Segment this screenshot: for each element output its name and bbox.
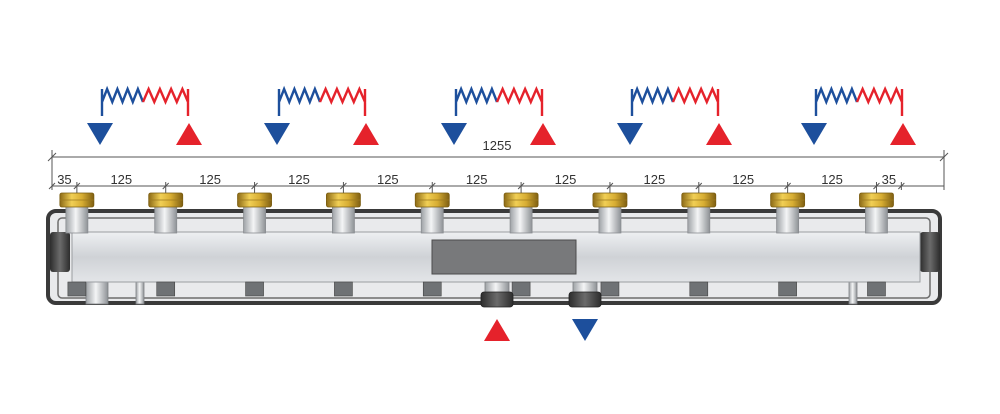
outlet-connection xyxy=(326,192,361,297)
outlet-pipe xyxy=(420,204,444,234)
outlet-pipe xyxy=(332,204,355,234)
outlet-connection xyxy=(770,192,806,297)
outlet-connection xyxy=(148,192,184,297)
drain-pin xyxy=(848,281,858,305)
supply-arrow-icon xyxy=(617,123,643,145)
segment-tick-slash xyxy=(73,182,81,190)
segment-tick-slash xyxy=(873,182,880,190)
segment-tick-slash xyxy=(517,182,525,190)
segment-tick-slash xyxy=(784,182,791,190)
outlet-connection xyxy=(503,192,539,297)
bottom-boss xyxy=(245,281,264,297)
outlet-connection xyxy=(414,192,450,297)
outlet-connection xyxy=(592,192,628,297)
supply-arrow-icon xyxy=(441,123,467,145)
bottom-boss xyxy=(778,281,797,297)
segment-dimension-label: 35 xyxy=(57,172,71,187)
bottom-nut-icon xyxy=(568,291,602,308)
segment-dimension-label: 125 xyxy=(555,172,577,187)
segment-dimension-label: 125 xyxy=(644,172,666,187)
end-cap-right xyxy=(920,232,940,272)
return-arrow-icon xyxy=(706,123,732,145)
segment-tick-slash xyxy=(606,182,614,190)
heating-circuit xyxy=(617,85,732,145)
return-arrow-icon xyxy=(530,123,556,145)
outlet-pipe xyxy=(65,204,89,234)
coil-icon xyxy=(318,85,367,116)
segment-tick-slash xyxy=(251,182,258,190)
total-dimension-label: 1255 xyxy=(483,138,512,153)
segment-dimension-label: 125 xyxy=(821,172,843,187)
heating-circuit xyxy=(441,85,556,145)
bottom-nut-icon xyxy=(480,291,514,308)
outlet-pipe xyxy=(687,204,711,234)
top-outlets xyxy=(59,192,894,297)
segment-tick-slash xyxy=(695,182,703,190)
supply-arrow-icon xyxy=(572,319,598,341)
segment-dimension-label: 125 xyxy=(732,172,754,187)
bottom-connections xyxy=(480,281,602,341)
segment-tick-slash xyxy=(428,182,436,190)
outlet-pipe xyxy=(509,204,533,234)
drain-pin xyxy=(135,281,145,305)
return-arrow-icon xyxy=(890,123,916,145)
outlet-pipe xyxy=(865,204,888,234)
heating-circuit xyxy=(801,85,916,145)
coil-icon xyxy=(141,85,190,116)
coil-icon xyxy=(454,85,499,116)
outlet-connection xyxy=(859,192,894,297)
coil-icon xyxy=(855,85,904,116)
segment-tick-slash xyxy=(48,182,56,190)
segment-dimension-label: 35 xyxy=(882,172,896,187)
segment-tick-slash xyxy=(340,182,347,190)
bottom-boss xyxy=(689,281,709,297)
outlet-pipe xyxy=(776,204,800,234)
coil-icon xyxy=(495,85,544,116)
separator-plate xyxy=(431,239,577,275)
coil-icon xyxy=(671,85,720,116)
end-cap-left xyxy=(50,232,70,272)
segment-dimension-label: 125 xyxy=(377,172,399,187)
supply-arrow-icon xyxy=(801,123,827,145)
bottom-boss xyxy=(511,281,531,297)
bottom-boss xyxy=(334,281,353,297)
coil-icon xyxy=(100,85,145,116)
drain-pin xyxy=(85,281,109,305)
heating-circuit xyxy=(264,85,379,145)
bottom-boss xyxy=(156,281,176,297)
return-arrow-icon xyxy=(484,319,510,341)
heating-circuits xyxy=(87,85,916,145)
dimension-lines: 1255 35 125 125 125 125 125 125 125 125 125 35 xyxy=(47,138,949,196)
segment-tick-slash xyxy=(898,182,905,190)
heating-circuit xyxy=(87,85,202,145)
coil-icon xyxy=(630,85,675,116)
segment-dimension-label: 125 xyxy=(466,172,488,187)
bottom-connection xyxy=(480,281,514,341)
outlet-pipe xyxy=(243,204,266,234)
bottom-boss xyxy=(867,281,886,297)
outlet-connection xyxy=(681,192,717,297)
return-arrow-icon xyxy=(176,123,202,145)
dimension-tick xyxy=(939,152,949,162)
supply-arrow-icon xyxy=(87,123,113,145)
outlet-connection xyxy=(237,192,272,297)
outlet-connection xyxy=(59,192,95,297)
return-arrow-icon xyxy=(353,123,379,145)
bottom-connection xyxy=(568,281,602,341)
outlet-pipe xyxy=(154,204,178,234)
bottom-boss xyxy=(67,281,87,297)
dimension-tick xyxy=(47,152,57,162)
coil-icon xyxy=(814,85,859,116)
bottom-boss xyxy=(600,281,620,297)
supply-arrow-icon xyxy=(264,123,290,145)
bottom-boss xyxy=(422,281,442,297)
segment-dimension-label: 125 xyxy=(288,172,310,187)
outlet-pipe xyxy=(598,204,622,234)
segment-dimension-label: 125 xyxy=(199,172,221,187)
coil-icon xyxy=(277,85,322,116)
segment-dimension-label: 125 xyxy=(110,172,132,187)
segment-tick-slash xyxy=(162,182,170,190)
